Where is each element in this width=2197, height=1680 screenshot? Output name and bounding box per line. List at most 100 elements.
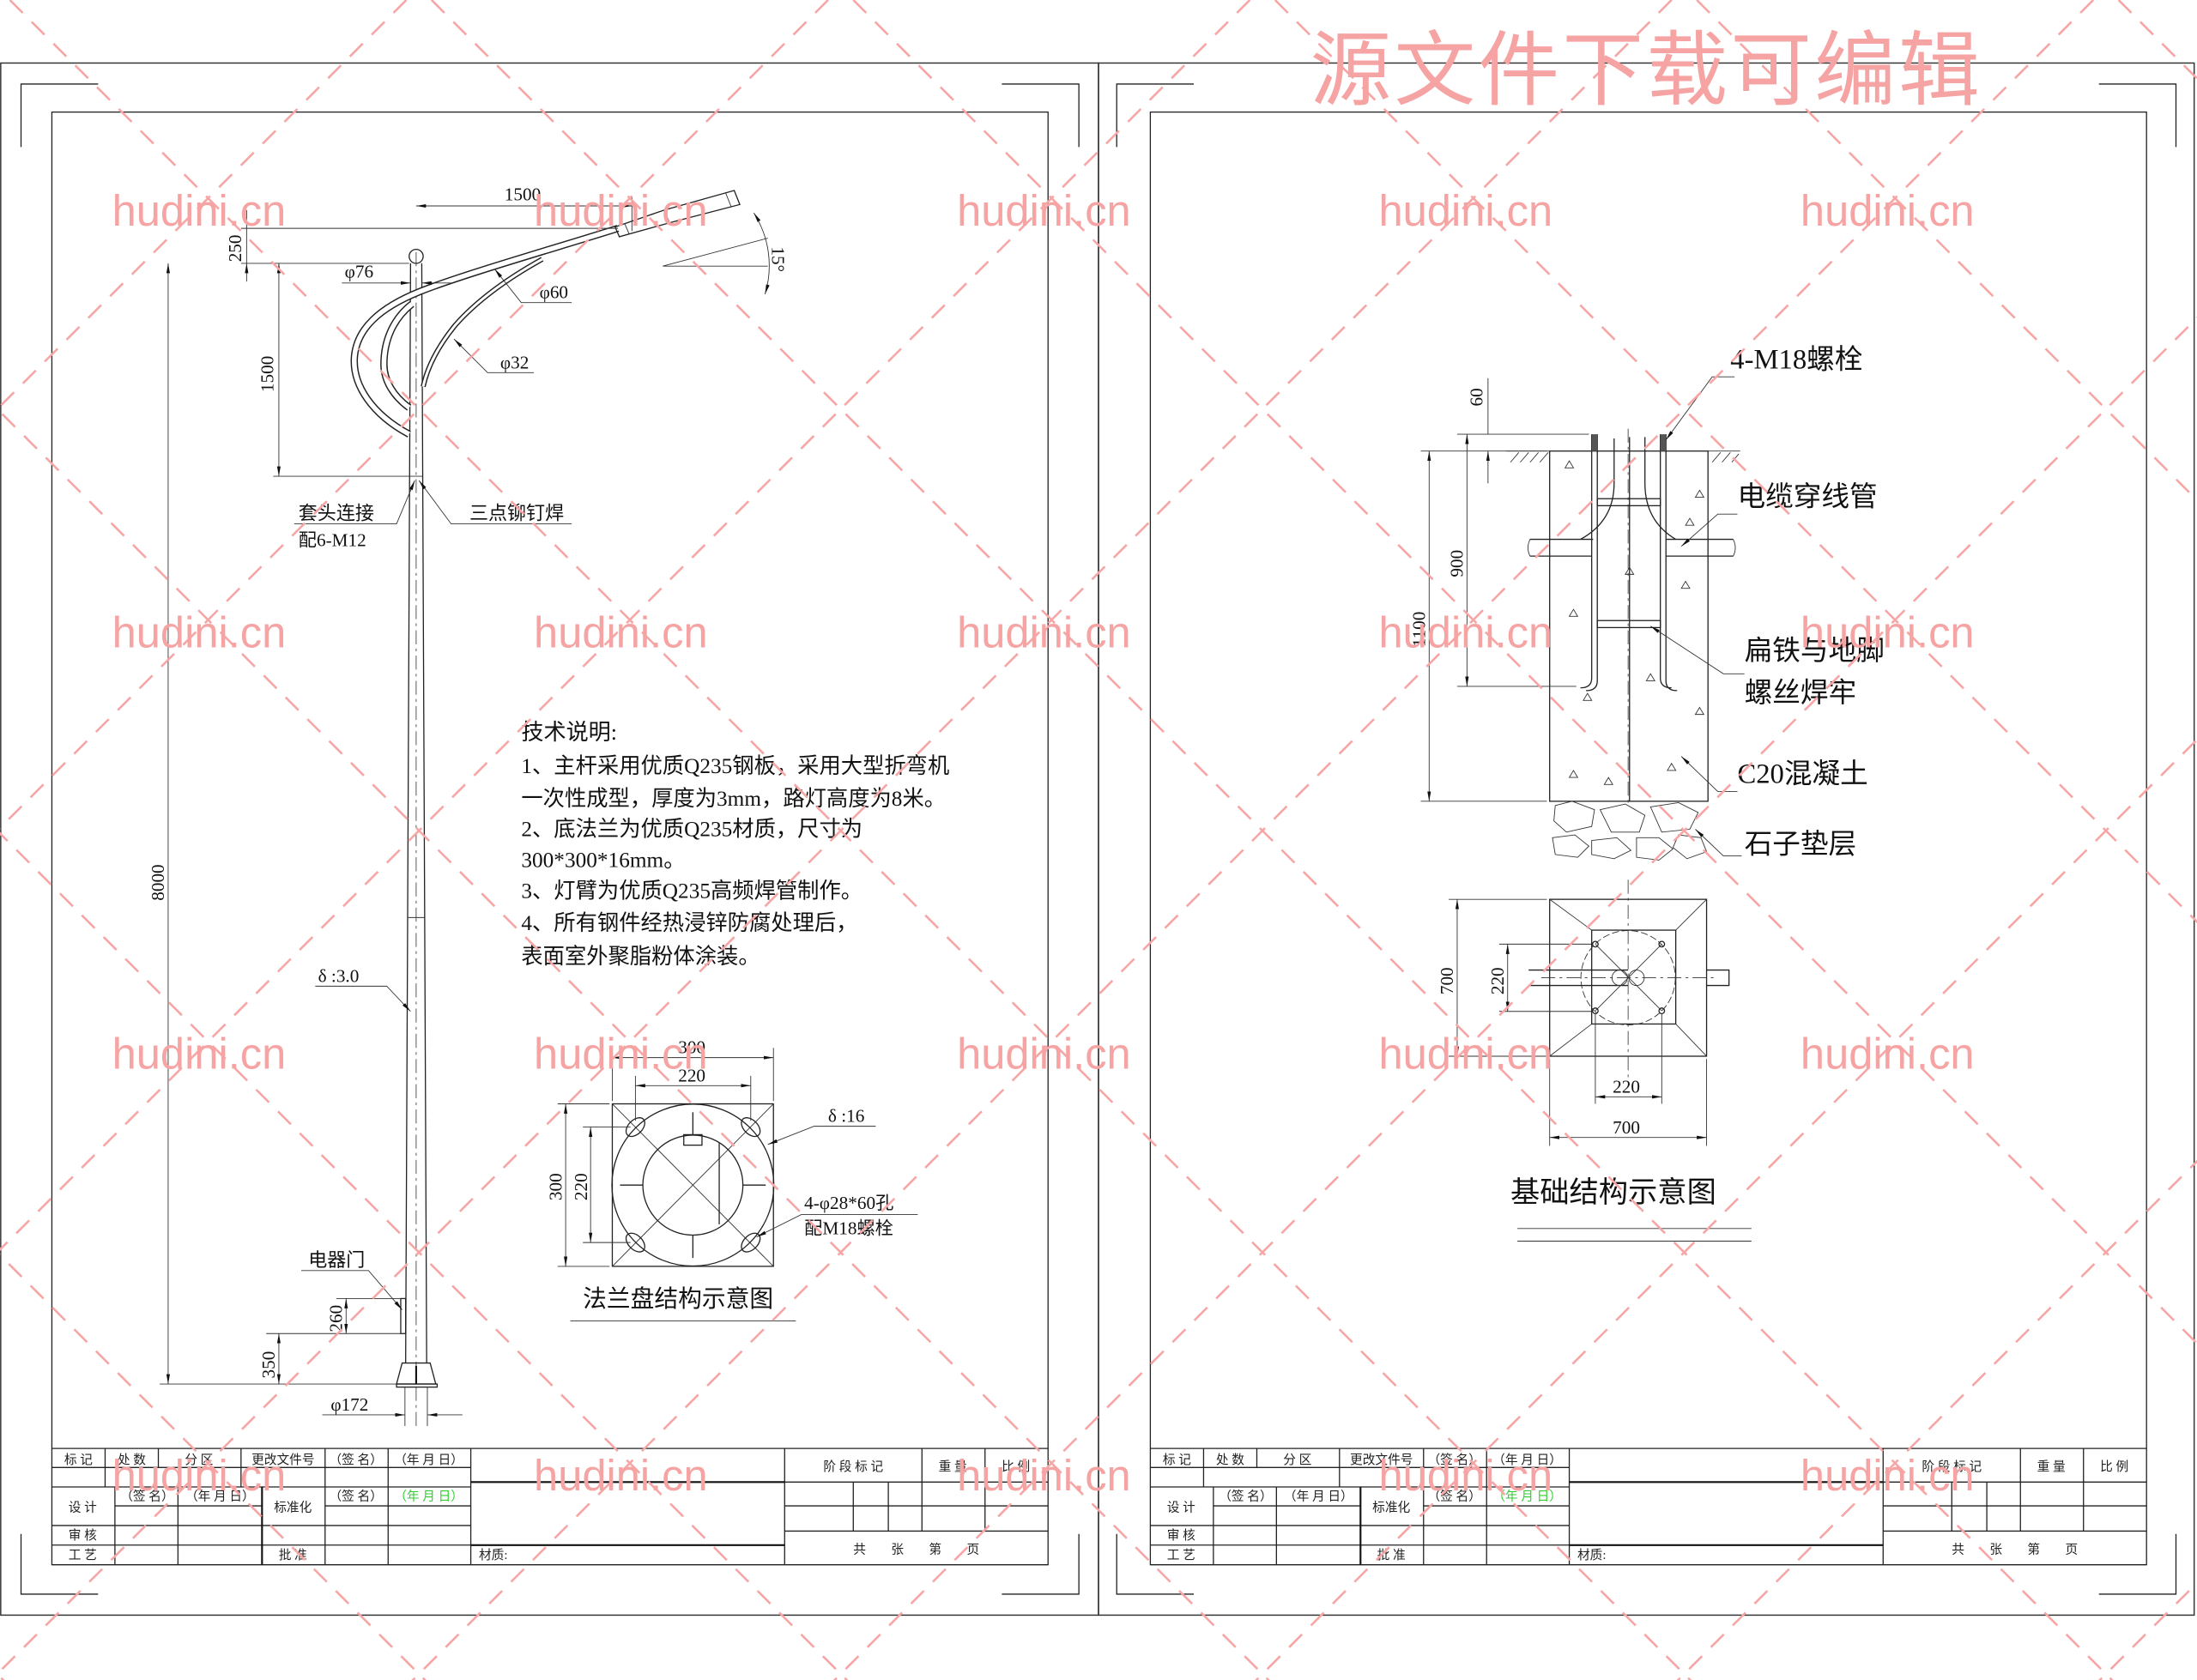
watermark-dash-line	[0, 0, 1251, 1252]
plan-height-dim: 700	[1437, 967, 1457, 994]
notes-line: 3、灯臂为优质Q235高频焊管制作。	[521, 879, 862, 903]
tb-material: 材质:	[479, 1548, 507, 1562]
watermark-dash-line	[1676, 1159, 2197, 1680]
tb-sign: （签 名）	[1427, 1453, 1480, 1467]
watermark-dash-line	[0, 1253, 427, 1680]
tb-mark: 标 记	[1163, 1453, 1191, 1467]
tb-weight: 重 量	[2037, 1459, 2066, 1474]
flange-height-outer: 300	[546, 1173, 566, 1200]
watermark-dash-line	[1274, 0, 2197, 924]
tb-change-doc: 更改文件号	[251, 1453, 314, 1467]
notes-title: 技术说明:	[521, 720, 617, 745]
tb-zone: 分 区	[1283, 1453, 1311, 1467]
sleeve-bolts-label: 配6-M12	[299, 530, 366, 551]
flange-width-inner: 220	[678, 1065, 705, 1085]
watermark-site-text: hudini.cn	[957, 186, 1131, 235]
wall-thickness-label: δ :3.0	[318, 965, 360, 986]
flange-holes-label: 4-φ28*60孔	[804, 1193, 893, 1213]
tb-count: 处 数	[1216, 1453, 1244, 1467]
watermark-site-text: hudini.cn	[112, 607, 287, 656]
watermark-dash-line	[852, 0, 2197, 1345]
watermark-site-text: hudini.cn	[1801, 1451, 1975, 1500]
watermark-site-text: hudini.cn	[957, 607, 1131, 656]
watermark-dash-line	[0, 831, 849, 1680]
plan-bolt-spacing-h: 220	[1613, 1076, 1640, 1097]
tb-stage-mark: 阶 段 标 记	[1922, 1459, 1982, 1474]
tb-review: 审 核	[1167, 1528, 1195, 1543]
tb-standardize-date: （年 月 日）	[1492, 1490, 1562, 1504]
cable-conduit-label: 电缆穿线管	[1737, 480, 1877, 512]
tb-stage-mark: 阶 段 标 记	[823, 1459, 883, 1474]
pole-shaft	[405, 263, 427, 1363]
total-height-dim: 8000	[148, 864, 168, 900]
flange-bolt-slots	[625, 1117, 761, 1253]
tb-design: 设 计	[69, 1501, 97, 1515]
foundation-plan: 700 220 220 700 基础结构示意图	[1437, 879, 1752, 1242]
tb-date: （年 月 日）	[394, 1453, 463, 1467]
watermark-dash-line	[1255, 738, 2197, 1680]
watermark-dash-line	[2097, 1580, 2197, 1680]
notes-line: 4、所有钢件经热浸锌防腐处理后，	[521, 911, 857, 935]
tb-approve: 批 准	[279, 1548, 307, 1562]
tb-date: （年 月 日）	[1492, 1453, 1562, 1467]
watermark-dash-line	[411, 0, 2095, 1680]
technical-notes: 技术说明: 1、主杆采用优质Q235钢板，采用大型折弯机 一次性成型，厚度为3m…	[521, 720, 949, 969]
watermark-dash-line	[0, 0, 1673, 1673]
watermark-site-text: hudini.cn	[534, 607, 708, 656]
watermark-dash-line	[832, 316, 2197, 1680]
plan-bolt-holes	[1592, 940, 1666, 1015]
plan-bolt-spacing-v: 220	[1487, 967, 1508, 994]
concrete-aggregate	[1564, 460, 1705, 785]
notes-line: 2、底法兰为优质Q235材质，尺寸为	[521, 818, 862, 842]
flange-width-outer: 300	[678, 1037, 705, 1058]
door-label: 电器门	[308, 1249, 365, 1271]
watermark-site-text: hudini.cn	[1379, 1451, 1553, 1500]
watermark-site-text: hudini.cn	[1379, 607, 1553, 656]
tb-material: 材质:	[1577, 1548, 1606, 1562]
watermark-site-text: hudini.cn	[957, 1030, 1131, 1079]
tb-review: 审 核	[69, 1528, 97, 1543]
tb-design-date: （年 月 日）	[1284, 1490, 1353, 1504]
concrete-label: C20混凝土	[1737, 758, 1867, 790]
concrete-block	[1549, 450, 1709, 802]
watermark-site-text: hudini.cn	[1801, 186, 1975, 235]
tb-standardize-sign: （签 名）	[1427, 1490, 1480, 1504]
brace-diameter-label: φ32	[500, 352, 529, 372]
watermark-site-text: hudini.cn	[957, 1451, 1131, 1500]
arm-reach-dim: 1500	[505, 184, 541, 204]
flange-bolts-label: 配M18螺栓	[804, 1218, 893, 1238]
door-offset-dim: 350	[258, 1351, 279, 1379]
watermark-site-text: hudini.cn	[1801, 1030, 1975, 1079]
bolt-protrusion-dim: 60	[1466, 388, 1486, 406]
tb-design-sign: （签 名）	[1219, 1490, 1272, 1504]
gravel-label: 石子垫层	[1745, 828, 1857, 860]
tb-change-doc: 更改文件号	[1350, 1453, 1413, 1467]
arm-height-dim: 1500	[257, 356, 277, 392]
base-diameter-label: φ172	[330, 1394, 368, 1415]
tb-weight: 重 量	[939, 1459, 967, 1474]
title-block-right: 标 记 处 数 分 区 更改文件号 （签 名） （年 月 日） 设 计 （签 名…	[1150, 1447, 2147, 1566]
arm-rise-dim: 250	[225, 234, 245, 262]
notes-line: 1、主杆采用优质Q235钢板，采用大型折弯机	[521, 754, 949, 778]
title-block: 标 记 处 数 分 区 更改文件号 （签 名） （年 月 日） 设 计 （签 名…	[51, 1447, 1049, 1566]
notes-line: 表面室外聚脂粉体涂装。	[521, 945, 760, 969]
watermark-site-text: hudini.cn	[112, 186, 287, 235]
watermark-site-text: hudini.cn	[534, 1451, 708, 1500]
notes-line: 一次性成型，厚度为3mm，路灯高度为8米。	[521, 787, 946, 811]
watermark-site-text: hudini.cn	[112, 1030, 287, 1079]
watermark-dash-line	[2117, 0, 2197, 81]
tb-standardize-sign: （签 名）	[329, 1490, 382, 1504]
sleeve-label: 套头连接	[299, 503, 374, 524]
flange-height-inner: 220	[571, 1173, 591, 1200]
tb-sheets: 共 张 第 页	[1952, 1542, 2078, 1557]
weld-label-line2: 螺丝焊牢	[1745, 677, 1857, 709]
watermark-site-text: hudini.cn	[1379, 186, 1553, 235]
door-height-dim: 260	[325, 1305, 346, 1333]
watermark-site-text: hudini.cn	[1379, 1030, 1553, 1079]
watermark-site-text: hudini.cn	[1801, 607, 1975, 656]
sheet-frames	[0, 62, 2195, 1617]
notes-line: 300*300*16mm。	[521, 849, 685, 873]
tb-process: 工 艺	[1167, 1548, 1195, 1562]
